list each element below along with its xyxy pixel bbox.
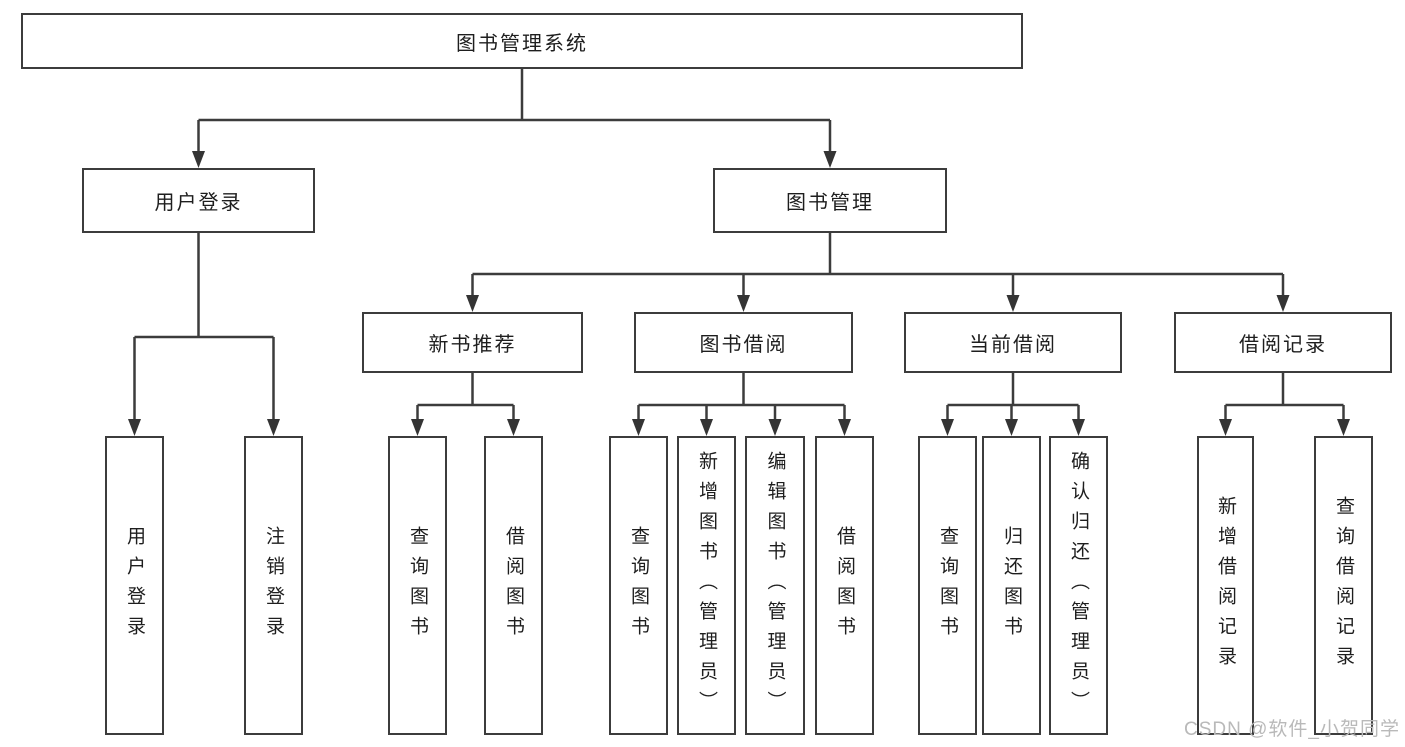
node-borrow-record: 借阅记录 — [1174, 312, 1392, 373]
leaf-confirm-return-admin-label: 确认归还（管理员） — [1068, 450, 1089, 721]
node-root-label: 图书管理系统 — [456, 32, 588, 55]
leaf-borrow-books-recommend: 借阅图书 — [484, 436, 543, 735]
leaf-add-borrow-record: 新增借阅记录 — [1197, 436, 1254, 735]
leaf-confirm-return-admin: 确认归还（管理员） — [1049, 436, 1108, 735]
node-borrow-record-label: 借阅记录 — [1239, 334, 1327, 356]
leaf-return-books-label: 归还图书 — [1001, 525, 1022, 646]
leaf-borrow-books: 借阅图书 — [815, 436, 874, 735]
leaf-add-borrow-record-label: 新增借阅记录 — [1215, 495, 1236, 676]
node-new-book-recommend: 新书推荐 — [362, 312, 583, 373]
leaf-edit-books-admin: 编辑图书（管理员） — [745, 436, 805, 735]
csdn-watermark: CSDN @软件_小贺同学 — [1184, 719, 1400, 740]
leaf-user-login-label: 用户登录 — [124, 525, 145, 646]
leaf-logout: 注销登录 — [244, 436, 303, 735]
leaf-query-books-current-label: 查询图书 — [937, 525, 958, 646]
leaf-query-borrow-record-label: 查询借阅记录 — [1333, 495, 1354, 676]
node-root: 图书管理系统 — [21, 13, 1023, 69]
node-new-book-recommend-label: 新书推荐 — [428, 334, 517, 356]
node-current-borrow: 当前借阅 — [904, 312, 1122, 373]
leaf-add-books-admin-label: 新增图书（管理员） — [696, 450, 717, 721]
leaf-query-books-borrow-label: 查询图书 — [628, 525, 649, 646]
arrowheads — [128, 151, 1350, 436]
node-book-borrow: 图书借阅 — [634, 312, 853, 373]
leaf-query-books-borrow: 查询图书 — [609, 436, 668, 735]
node-book-borrow-label: 图书借阅 — [699, 334, 788, 356]
leaf-logout-label: 注销登录 — [263, 525, 284, 646]
leaf-return-books: 归还图书 — [982, 436, 1041, 735]
leaf-add-books-admin: 新增图书（管理员） — [677, 436, 736, 735]
node-user-login: 用户登录 — [82, 168, 315, 233]
leaf-query-books-recommend: 查询图书 — [388, 436, 447, 735]
leaf-edit-books-admin-label: 编辑图书（管理员） — [764, 450, 786, 721]
leaf-query-borrow-record: 查询借阅记录 — [1314, 436, 1373, 735]
leaf-query-books-current: 查询图书 — [918, 436, 977, 735]
node-current-borrow-label: 当前借阅 — [969, 334, 1057, 356]
leaf-borrow-books-recommend-label: 借阅图书 — [503, 525, 524, 646]
node-user-login-label: 用户登录 — [154, 192, 243, 214]
leaf-borrow-books-label: 借阅图书 — [834, 525, 855, 646]
node-book-management-label: 图书管理 — [786, 192, 874, 214]
leaf-query-books-recommend-label: 查询图书 — [407, 525, 428, 646]
leaf-user-login: 用户登录 — [105, 436, 164, 735]
node-book-management: 图书管理 — [713, 168, 947, 233]
